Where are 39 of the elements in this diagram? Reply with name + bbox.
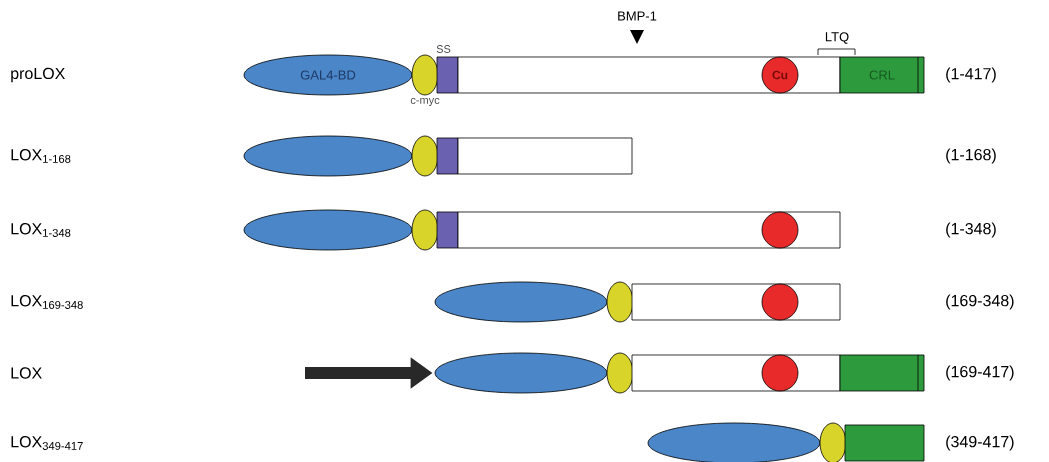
tag-ellipse	[819, 422, 847, 462]
domain-ellipse	[434, 352, 608, 394]
tag-ellipse	[411, 135, 439, 177]
domain-label: c-myc	[410, 97, 440, 107]
construct-label: proLOX	[11, 67, 65, 83]
signal-bar	[436, 137, 459, 175]
domain-ellipse	[243, 135, 413, 177]
protein-bar	[457, 137, 633, 175]
copper-circle	[761, 283, 799, 321]
range-label: (349-417)	[946, 435, 1014, 451]
domain-box	[844, 424, 925, 462]
tag-ellipse	[606, 352, 634, 394]
protein-bar	[457, 56, 841, 94]
domain-label: SS	[436, 45, 451, 53]
range-label: (1-168)	[946, 148, 996, 164]
construct-label: LOX$_{349-417}$	[11, 436, 83, 450]
ltq-label: LTQ	[825, 32, 849, 44]
range-label: (169-417)	[946, 365, 1014, 381]
range-label: (1-348)	[946, 222, 996, 238]
signal-bar	[436, 211, 459, 249]
domain-box: CRL	[839, 56, 925, 94]
construct-label: LOX$_{1-348}$	[11, 223, 71, 237]
construct-label: LOX$_{1-168}$	[11, 149, 71, 163]
construct-label: LOX$_{169-348}$	[11, 295, 83, 309]
tag-ellipse	[411, 209, 439, 251]
signal-bar	[436, 56, 459, 94]
construct-label: LOX	[11, 367, 42, 379]
range-label: (169-348)	[946, 294, 1014, 310]
range-label: (1-417)	[946, 67, 996, 83]
copper-circle	[761, 354, 799, 392]
tag-ellipse	[411, 54, 439, 96]
tag-ellipse	[606, 281, 634, 323]
domain-box	[839, 354, 925, 392]
cleavage-label: BMP-1	[618, 11, 657, 21]
protein-bar	[457, 211, 841, 249]
domain-ellipse	[243, 209, 413, 251]
domain-ellipse	[647, 422, 821, 462]
copper-circle	[761, 211, 799, 249]
domain-ellipse	[434, 281, 608, 323]
